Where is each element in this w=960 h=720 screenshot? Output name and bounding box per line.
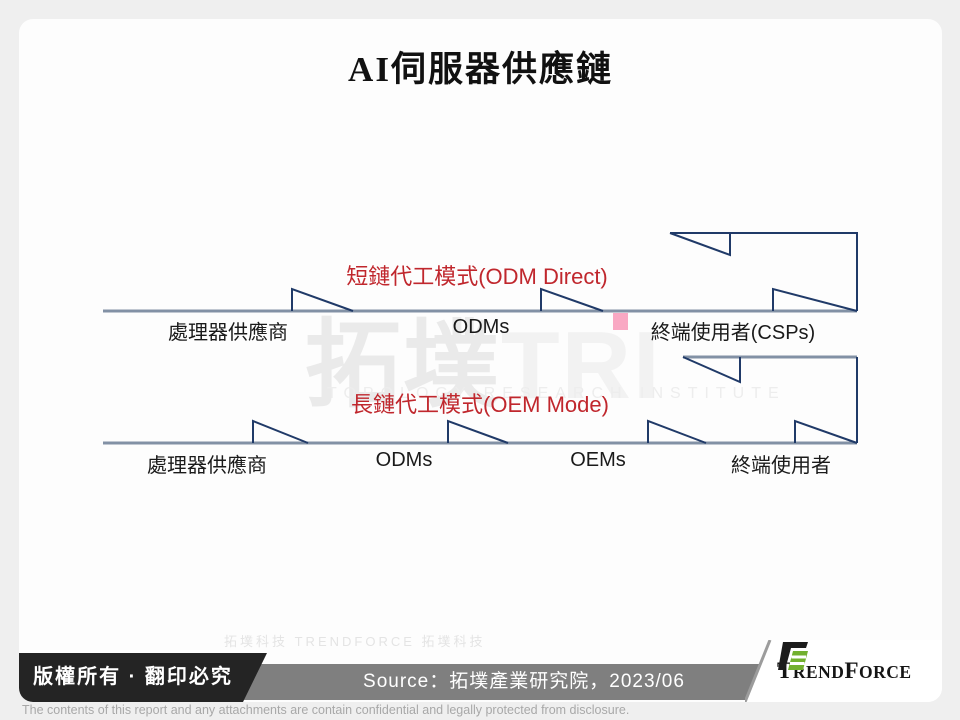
chain2-return-arrow-icon bbox=[682, 356, 741, 384]
chain1-node-odms: ODMs bbox=[452, 316, 510, 338]
chain1-flow-arrow-icon-2 bbox=[540, 287, 604, 312]
chain2-flow-arrow-icon-2 bbox=[447, 419, 509, 444]
chain1-flow-arrow-icon-3 bbox=[772, 287, 858, 312]
trendforce-logo: TRENDFORCE bbox=[777, 640, 912, 702]
logo-text-orce: ORCE bbox=[859, 662, 912, 682]
chain1-return-loop bbox=[670, 232, 858, 311]
chain2-mode-label: 長鏈代工模式(OEM Mode) bbox=[351, 392, 609, 417]
watermark-footer-row: 拓墣科技 TRENDFORCE 拓墣科技 bbox=[224, 634, 486, 649]
source-bar: Source：拓墣產業研究院，2023/06 bbox=[224, 664, 824, 700]
chain2-node-oems: OEMs bbox=[570, 449, 626, 471]
supply-chain-diagram bbox=[103, 232, 858, 445]
chain2-node-end-user: 終端使用者 bbox=[731, 455, 831, 477]
chain1-flow-arrow-icon-1 bbox=[291, 287, 354, 312]
watermark-subline: TOPOLOGY RESEARCH INSTITUTE bbox=[327, 385, 786, 402]
watermark-logo-text: 拓墣TRI bbox=[305, 287, 662, 426]
slide-card: 拓墣TRI TOPOLOGY RESEARCH INSTITUTE 拓墣科技 T… bbox=[19, 19, 942, 702]
watermark-cjk: 拓墣 bbox=[305, 312, 501, 419]
watermark-latin: TRI bbox=[501, 312, 662, 419]
trendforce-logo-panel: TRENDFORCE bbox=[745, 640, 942, 702]
chain1-return-arrow-icon bbox=[669, 232, 731, 257]
disclaimer-text: The contents of this report and any atta… bbox=[22, 703, 630, 717]
chain2-flow-arrow-icon-4 bbox=[794, 419, 858, 444]
copyright-banner: 版權所有 · 翻印必究 bbox=[19, 653, 267, 702]
chain1-node-processor: 處理器供應商 bbox=[168, 322, 288, 344]
chain1-mode-label: 短鏈代工模式(ODM Direct) bbox=[346, 264, 608, 289]
logo-text-rend: REND bbox=[792, 662, 845, 682]
chain1-node-end-user: 終端使用者(CSPs) bbox=[650, 322, 816, 344]
trendforce-logo-icon bbox=[778, 642, 808, 670]
chain2-node-processor: 處理器供應商 bbox=[147, 455, 267, 477]
slide-title: AI伺服器供應鏈 bbox=[348, 50, 613, 89]
chain2-flow-arrow-icon-1 bbox=[252, 419, 309, 444]
chain2-node-odms: ODMs bbox=[375, 449, 433, 471]
trendforce-logo-text: TRENDFORCE bbox=[777, 658, 912, 684]
logo-text-f: F bbox=[844, 658, 859, 683]
pink-marker bbox=[613, 313, 628, 330]
chain2-flow-arrow-icon-3 bbox=[647, 419, 707, 444]
